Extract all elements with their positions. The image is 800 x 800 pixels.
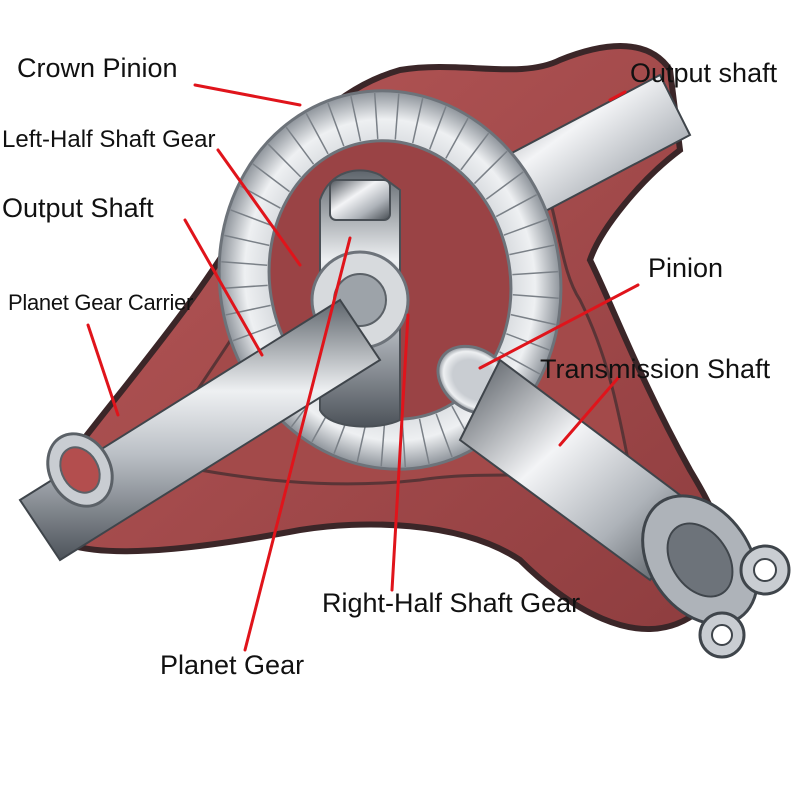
gear-tooth bbox=[460, 132, 490, 171]
gear-tooth bbox=[380, 420, 386, 467]
transmission-shaft-part bbox=[458, 358, 702, 582]
label-planet-gear: Planet Gear bbox=[160, 650, 305, 680]
gear-tooth bbox=[503, 218, 548, 236]
label-left-half-shaft-gear: Left-Half Shaft Gear bbox=[2, 126, 216, 153]
gear-tooth bbox=[495, 194, 538, 218]
leader-output-shaft-right bbox=[608, 90, 627, 102]
gear-tooth bbox=[373, 92, 379, 139]
leader-pinion bbox=[478, 283, 640, 370]
label-crown-pinion: Crown Pinion bbox=[17, 53, 178, 83]
leader-left-half-shaft-gear bbox=[216, 148, 302, 267]
leader-lines bbox=[86, 83, 640, 652]
gear-tooth bbox=[394, 93, 400, 140]
gear-tooth bbox=[285, 126, 315, 165]
gear-tooth bbox=[221, 284, 268, 290]
gear-tooth bbox=[230, 209, 274, 227]
gear-tooth bbox=[305, 113, 329, 155]
gear-tooth bbox=[267, 143, 302, 178]
leader-crown-pinion bbox=[193, 83, 302, 107]
leader-transmission-shaft bbox=[558, 376, 620, 447]
output-shaft-left-part bbox=[18, 298, 382, 562]
gear-tooth bbox=[510, 313, 556, 326]
leader-output-shaft-left bbox=[183, 218, 264, 357]
yoke-flange bbox=[641, 494, 791, 659]
label-output-shaft-left: Output Shaft bbox=[2, 193, 154, 223]
gear-tooth bbox=[473, 150, 508, 185]
leader-right-half-shaft-gear bbox=[390, 313, 410, 592]
gear-tooth bbox=[232, 324, 277, 342]
label-right-half-shaft-gear: Right-Half Shaft Gear bbox=[322, 588, 581, 618]
gear-tooth bbox=[350, 95, 362, 142]
label-transmission-shaft: Transmission Shaft bbox=[540, 354, 771, 384]
gear-tooth bbox=[411, 98, 424, 144]
gear-tooth bbox=[435, 413, 453, 458]
label-output-shaft-right: Output shaft bbox=[630, 58, 778, 88]
gear-tooth bbox=[252, 163, 290, 193]
gear-tooth bbox=[428, 106, 447, 150]
gear-tooth bbox=[221, 260, 268, 266]
label-planet-gear-carrier: Planet Gear Carrier bbox=[8, 290, 194, 315]
leader-planet-gear bbox=[243, 236, 352, 652]
gear-tooth bbox=[509, 244, 555, 256]
label-pinion: Pinion bbox=[648, 253, 724, 283]
gear-tooth bbox=[512, 294, 559, 300]
gear-tooth bbox=[445, 117, 469, 159]
gear-tooth bbox=[512, 270, 559, 276]
leader-planet-gear-carrier bbox=[86, 323, 120, 417]
gear-tooth bbox=[418, 418, 430, 465]
gear-tooth bbox=[224, 234, 270, 247]
gear-tooth bbox=[485, 171, 524, 200]
gear-tooth bbox=[327, 102, 345, 147]
gear-tooth bbox=[225, 304, 271, 316]
